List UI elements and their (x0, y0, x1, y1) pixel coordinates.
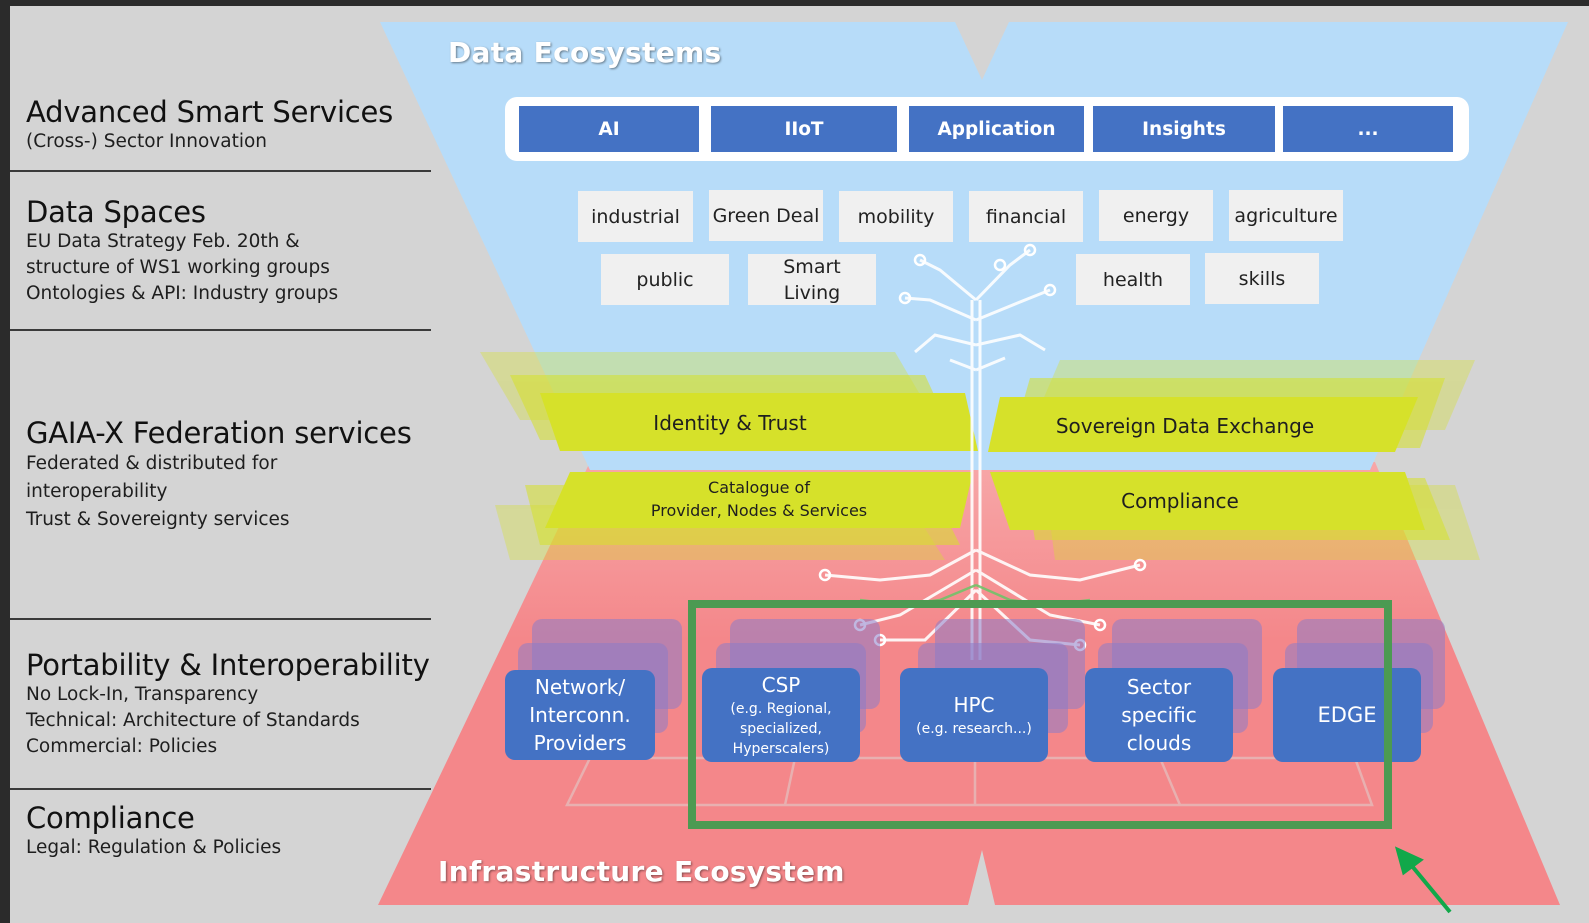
catalogue-band (545, 472, 973, 528)
compliance-label: Compliance (1121, 489, 1239, 513)
provider-subtitle: (e.g. research...) (916, 721, 1032, 737)
provider-title: Interconn. (529, 703, 631, 727)
capability-more: ... (1283, 106, 1453, 152)
section-title: Advanced Smart Services (26, 95, 394, 129)
provider-subtitle: specialized, (739, 721, 823, 737)
left-section-compliance: Compliance Legal: Regulation & Policies (26, 801, 282, 861)
section-title: Data Spaces (26, 195, 206, 229)
section-line: EU Data Strategy Feb. 20th & (26, 231, 300, 253)
section-line: Commercial: Policies (26, 736, 218, 758)
provider-title: CSP (761, 673, 801, 697)
provider-title: Providers (533, 731, 627, 755)
infrastructure-ecosystem-title: Infrastructure Ecosystem (438, 855, 845, 888)
provider-subtitle: (e.g. Regional, (730, 701, 832, 717)
section-line: structure of WS1 working groups (26, 257, 330, 279)
provider-csp: CSP (e.g. Regional, specialized, Hypersc… (702, 668, 860, 762)
provider-title: Network/ (534, 675, 626, 699)
section-divider (10, 329, 431, 331)
provider-network: Network/ Interconn. Providers (505, 670, 655, 760)
section-divider (10, 788, 431, 790)
left-section-federation-services: GAIA-X Federation services Federated & d… (26, 416, 412, 534)
provider-title: HPC (953, 693, 995, 717)
capability-ai: AI (519, 106, 699, 152)
sector-energy: energy (1099, 190, 1213, 241)
section-line: (Cross-) Sector Innovation (26, 131, 268, 153)
section-title: GAIA-X Federation services (26, 416, 412, 450)
section-title: Compliance (26, 801, 195, 835)
section-line: Ontologies & API: Industry groups (26, 283, 339, 305)
sovereign-data-exchange-label: Sovereign Data Exchange (1055, 414, 1315, 438)
section-line: Technical: Architecture of Standards (26, 710, 360, 732)
sovereign-exchange-band (988, 397, 1418, 452)
section-divider (10, 170, 431, 172)
capability-application: Application (909, 106, 1084, 152)
left-section-portability: Portability & Interoperability No Lock-I… (26, 648, 430, 760)
highlight-box (688, 600, 1392, 829)
provider-title: clouds (1126, 731, 1192, 755)
sector-health: health (1076, 254, 1190, 305)
provider-title: specific (1121, 703, 1197, 727)
catalogue-label: Catalogue of Provider, Nodes & Services (600, 474, 918, 524)
sector-smart-living: Smart Living (748, 254, 876, 305)
provider-title: Sector (1126, 675, 1192, 699)
section-divider (10, 618, 431, 620)
sector-green-deal: Green Deal (709, 190, 823, 241)
catalogue-label-line2: Provider, Nodes & Services (650, 501, 868, 520)
highlight-arrow (1394, 846, 1452, 914)
section-line: Trust & Sovereignty services (26, 509, 290, 531)
sector-public: public (601, 254, 729, 305)
sector-agriculture: agriculture (1229, 190, 1343, 241)
section-line: Legal: Regulation & Policies (26, 837, 282, 859)
section-line: No Lock-In, Transparency (26, 684, 259, 706)
identity-trust-band (540, 393, 978, 451)
provider-edge: EDGE (1273, 668, 1421, 762)
sector-skills: skills (1205, 253, 1319, 304)
identity-trust-label: Identity & Trust (653, 411, 807, 435)
catalogue-label-line1: Catalogue of (708, 478, 810, 497)
data-ecosystems-title: Data Ecosystems (448, 36, 722, 69)
left-section-data-spaces: Data Spaces EU Data Strategy Feb. 20th &… (26, 195, 339, 307)
provider-sector-clouds: Sector specific clouds (1085, 668, 1233, 762)
sector-industrial: industrial (578, 191, 693, 242)
capability-iiot: IIoT (711, 106, 897, 152)
provider-title: EDGE (1317, 703, 1377, 727)
provider-subtitle: Hyperscalers) (732, 741, 830, 757)
left-section-advanced-services: Advanced Smart Services (Cross-) Sector … (26, 95, 394, 155)
section-title: Portability & Interoperability (26, 648, 430, 682)
compliance-band (990, 472, 1425, 530)
section-line: interoperability (26, 481, 168, 503)
capability-insights: Insights (1093, 106, 1275, 152)
sector-financial: financial (969, 191, 1083, 242)
sector-mobility: mobility (839, 191, 953, 242)
provider-hpc: HPC (e.g. research...) (900, 668, 1048, 762)
section-line: Federated & distributed for (26, 453, 278, 475)
